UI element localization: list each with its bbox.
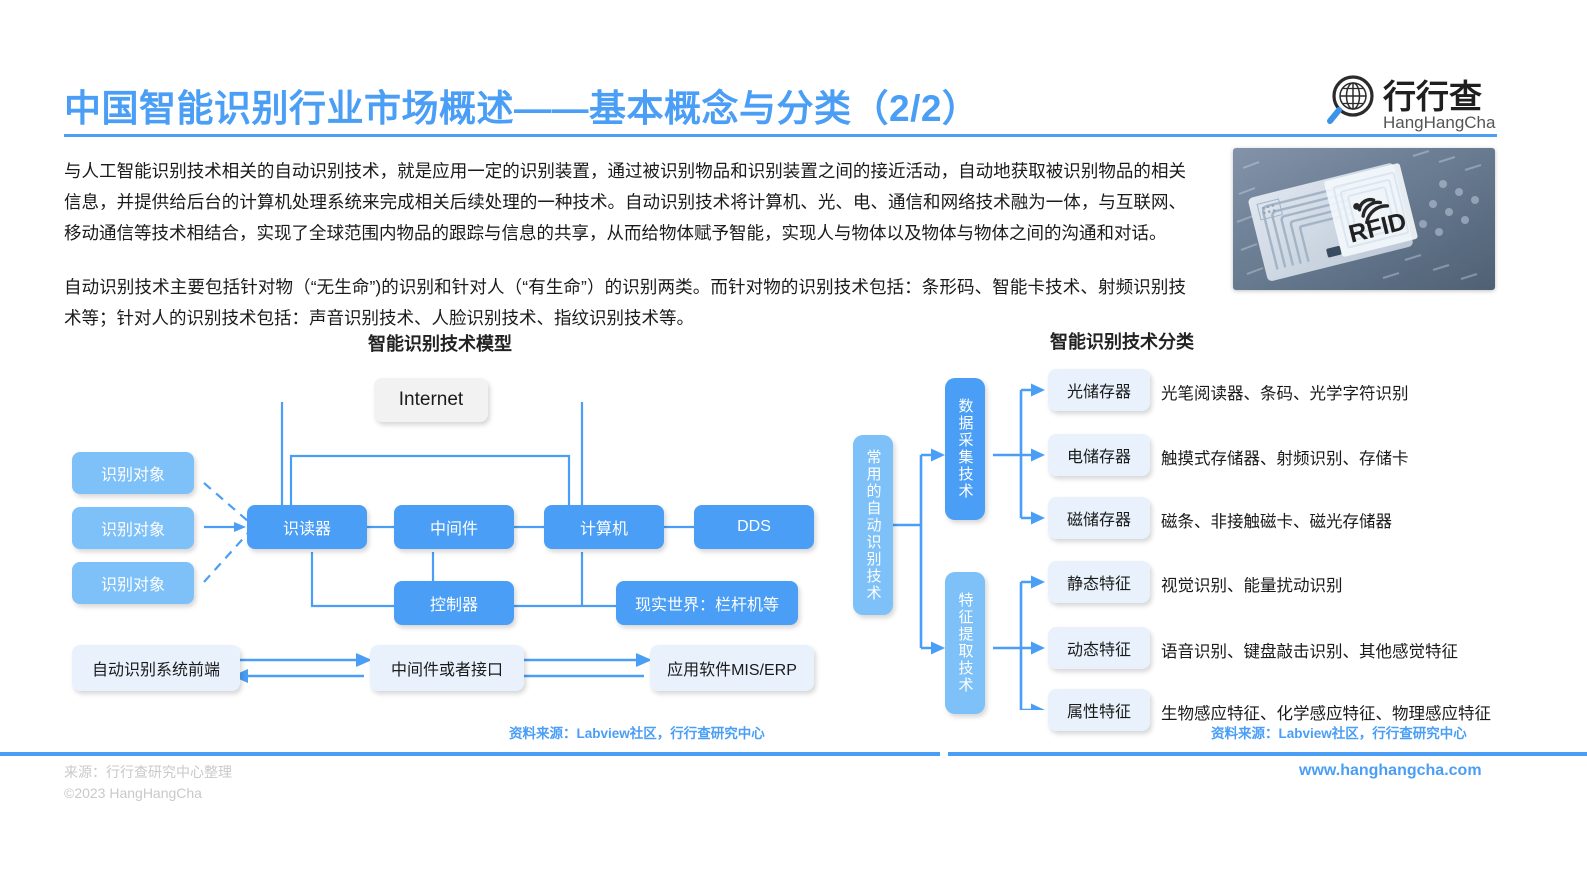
- intro-paragraph-1: 与人工智能识别技术相关的自动识别技术，就是应用一定的识别装置，通过被识别物品和识…: [64, 161, 1186, 243]
- footer-website-link[interactable]: www.hanghangcha.com: [1299, 762, 1482, 779]
- node-object-2[interactable]: 识别对象: [72, 507, 194, 549]
- node-middleware[interactable]: 中间件: [394, 505, 514, 549]
- node-dynamic-feature[interactable]: 动态特征: [1048, 627, 1150, 669]
- footer-source: 来源：行行查研究中心整理: [64, 764, 232, 780]
- right-diagram-title: 智能识别技术分类: [1050, 332, 1194, 352]
- node-interface[interactable]: 中间件或者接口: [370, 645, 524, 691]
- desc-attribute-feature: 生物感应特征、化学感应特征、物理感应特征: [1161, 705, 1491, 723]
- desc-static-feature: 视觉识别、能量扰动识别: [1161, 577, 1343, 595]
- right-source-note: 资料来源：Labview社区，行行查研究中心: [1211, 726, 1467, 741]
- node-branch-feature-extraction[interactable]: 特征提取技术: [945, 572, 985, 714]
- left-diagram-title: 智能识别技术模型: [368, 334, 512, 354]
- node-reader[interactable]: 识读器: [247, 505, 367, 549]
- node-computer[interactable]: 计算机: [544, 505, 664, 549]
- footer-copyright: ©2023 HangHangCha: [64, 785, 202, 801]
- logo-en-text: HangHangCha: [1383, 113, 1496, 132]
- node-branch-data-collection[interactable]: 数据采集技术: [945, 378, 985, 520]
- node-dds[interactable]: DDS: [694, 505, 814, 549]
- node-static-feature[interactable]: 静态特征: [1048, 561, 1150, 603]
- page-title: 中国智能识别行业市场概述——基本概念与分类（2/2）: [64, 88, 980, 129]
- node-real-world[interactable]: 现实世界：栏杆机等: [616, 581, 798, 625]
- arrow-heads: [931, 383, 1045, 710]
- arrow-head-icon: [234, 522, 246, 532]
- desc-optical-storage: 光笔阅读器、条码、光学字符识别: [1161, 385, 1409, 403]
- desc-electronic-storage: 触摸式存储器、射频识别、存储卡: [1161, 450, 1409, 468]
- brand-logo: 行行查 HangHangCha: [1326, 72, 1506, 134]
- node-frontend[interactable]: 自动识别系统前端: [72, 645, 240, 691]
- footer-divider-right: [948, 752, 1587, 756]
- node-object-3[interactable]: 识别对象: [72, 562, 194, 604]
- node-application[interactable]: 应用软件MIS/ERP: [650, 645, 814, 691]
- right-diagram: 常用的自动识别技术 数据采集技术 特征提取技术 光储存器 光笔阅读器、条码、光学…: [845, 360, 1505, 731]
- desc-magnetic-storage: 磁条、非接触磁卡、磁光存储器: [1161, 513, 1392, 531]
- node-optical-storage[interactable]: 光储存器: [1048, 369, 1150, 411]
- node-controller[interactable]: 控制器: [394, 581, 514, 625]
- node-electronic-storage[interactable]: 电储存器: [1048, 434, 1150, 476]
- footer-divider-left: [0, 752, 940, 756]
- header-divider: [64, 134, 1497, 137]
- magnifier-globe-icon: [1327, 75, 1374, 124]
- node-magnetic-storage[interactable]: 磁储存器: [1048, 497, 1150, 539]
- left-source-note: 资料来源：Labview社区，行行查研究中心: [509, 726, 765, 741]
- right-diagram-connectors: [893, 383, 1045, 710]
- node-internet[interactable]: Internet: [374, 378, 488, 422]
- logo-cn-text: 行行查: [1382, 78, 1482, 115]
- node-root-common-auto-id[interactable]: 常用的自动识别技术: [853, 435, 893, 615]
- intro-paragraph-2: 自动识别技术主要包括针对物（“无生命”)的识别和针对人（“有生命”）的识别两类。…: [64, 277, 1186, 328]
- rfid-tag-photo: RFID: [1233, 148, 1495, 290]
- desc-dynamic-feature: 语音识别、键盘敲击识别、其他感觉特征: [1161, 643, 1458, 661]
- node-object-1[interactable]: 识别对象: [72, 452, 194, 494]
- left-diagram: Internet 识别对象 识别对象 识别对象 识读器 中间件 计算机 DDS …: [64, 360, 814, 710]
- node-attribute-feature[interactable]: 属性特征: [1048, 689, 1150, 731]
